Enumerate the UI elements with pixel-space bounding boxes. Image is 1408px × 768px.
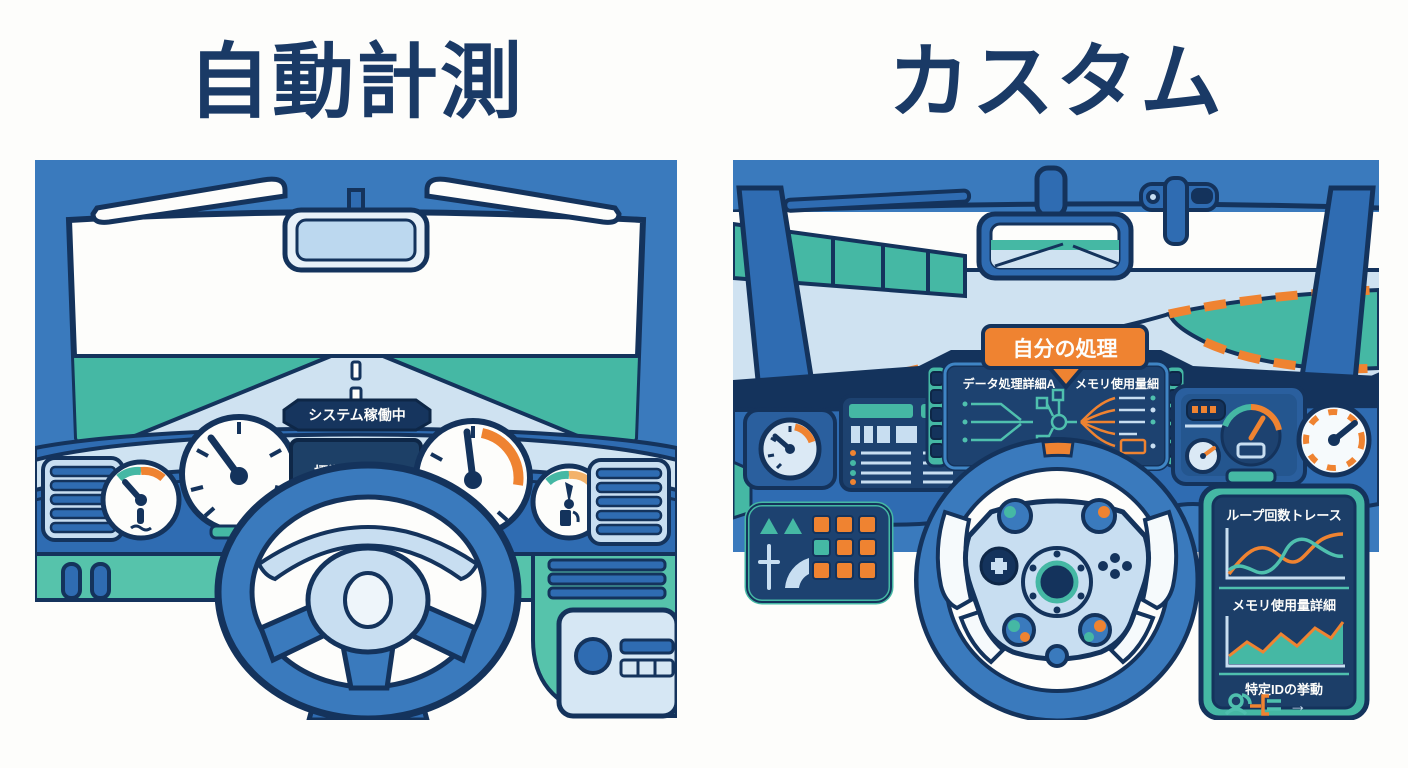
air-vent-right: [587, 458, 671, 546]
right-title: カスタム: [887, 37, 1224, 128]
sun-visor-left: [90, 176, 288, 225]
roll-bar: [1034, 165, 1068, 219]
center-gauge: [1220, 404, 1282, 485]
center-console: [531, 552, 677, 719]
wheel-hub: [1021, 546, 1093, 618]
custom-illustration: データ処理詳細A メモリ使用量細 自: [733, 160, 1379, 720]
racing-steering-wheel: [914, 437, 1200, 720]
telemetry-panel: ループ回数トレース メモリ使用量詳細 特定IDの挙動: [1198, 483, 1370, 720]
screen-left-label: データ処理詳細A: [963, 376, 1056, 391]
memory-area-chart: [1225, 616, 1345, 668]
screen-right-label: メモリ使用量細: [1075, 376, 1159, 391]
panel-section-3-label: 特定IDの挙動: [1245, 682, 1323, 697]
thermometer-gauge: [100, 459, 182, 541]
sun-visor-right: [424, 176, 622, 225]
dial-arc: [785, 558, 809, 588]
sun-visors: [90, 176, 622, 225]
branch-icon: [1250, 694, 1281, 716]
status-display: システム稼働中: [282, 398, 432, 432]
slider-icon: [758, 544, 780, 590]
speedometer-gauge: [1296, 402, 1372, 478]
radio-knob: [574, 637, 612, 675]
status-text: システム稼働中: [308, 407, 406, 423]
car-status-icon: [1185, 399, 1227, 428]
memory-fanout-diagram: [1080, 395, 1156, 455]
loop-trace-chart: [1225, 528, 1345, 580]
arrow-icon: →: [1289, 695, 1307, 715]
data-flow-diagram: [962, 388, 1077, 448]
fuel-pump-icon: [560, 510, 580, 526]
auto-measure-illustration: システム稼働中 標準的な指標: [35, 160, 677, 720]
person-icon: [1224, 693, 1252, 716]
dash-button: [61, 562, 82, 600]
steering-wheel: [214, 461, 522, 720]
center-screen: データ処理詳細A メモリ使用量細: [925, 361, 1187, 471]
left-gauge-pod: [743, 408, 837, 490]
small-gauge: [1185, 438, 1221, 474]
rearview-mirror: [282, 188, 430, 273]
callout-text: 自分の処理: [1013, 337, 1118, 361]
left-title: 自動計測: [187, 37, 524, 128]
radio-buttons: [619, 658, 675, 678]
console-vent: [547, 558, 667, 600]
dash-button: [90, 562, 111, 600]
wheel-buttons: [979, 498, 1132, 668]
button-pad: [744, 501, 894, 605]
rearview-mirror: [976, 211, 1134, 281]
horn-pad: [343, 571, 393, 629]
air-vent-left: [41, 456, 125, 542]
callout-bubble: 自分の処理: [981, 324, 1149, 391]
id-behavior-icons: →: [1224, 693, 1307, 716]
harness-camera: [1139, 176, 1219, 246]
panel-section-1-label: ループ回数トレース: [1226, 508, 1342, 523]
panel-section-2-label: メモリ使用量詳細: [1232, 598, 1336, 613]
